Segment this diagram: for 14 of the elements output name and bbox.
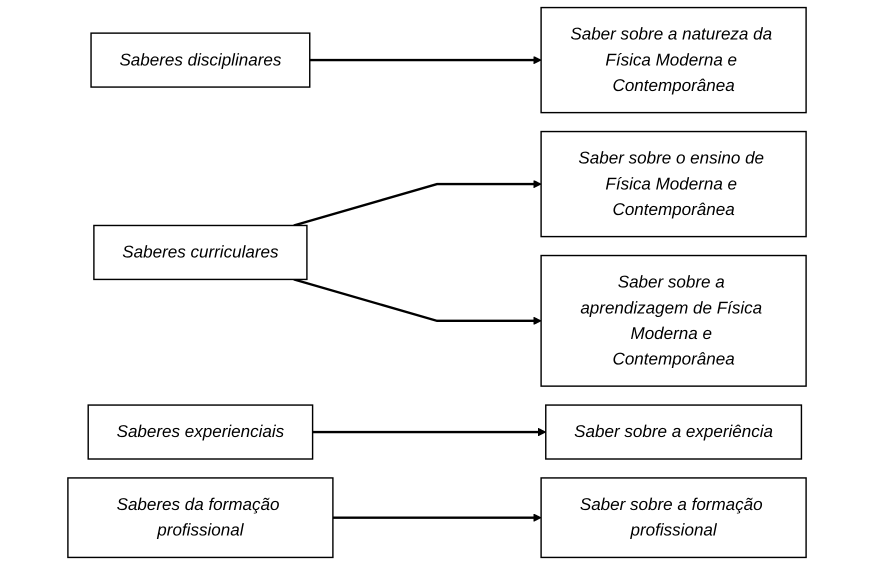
node-box: Saber sobre a experiência <box>545 404 802 460</box>
node-box: Saber sobre a formação profissional <box>540 477 807 558</box>
arrow <box>310 56 542 64</box>
arrow <box>293 180 542 227</box>
node-box: Saberes experienciais <box>88 404 314 460</box>
node-box: Saberes disciplinares <box>90 32 310 88</box>
node-box: Saber sobre a natureza da Física Moderna e Contemporânea <box>540 6 807 114</box>
node-box: Saber sobre o ensino de Física Moderna e Contemporânea <box>540 130 807 238</box>
arrow <box>293 278 542 325</box>
node-box: Saberes da formação profissional <box>67 477 334 558</box>
node-box: Saberes curriculares <box>93 224 308 280</box>
node-box: Saber sobre a aprendizagem de Física Moderna e Contemporânea <box>540 254 807 387</box>
arrow <box>332 514 542 522</box>
arrow <box>312 428 546 436</box>
